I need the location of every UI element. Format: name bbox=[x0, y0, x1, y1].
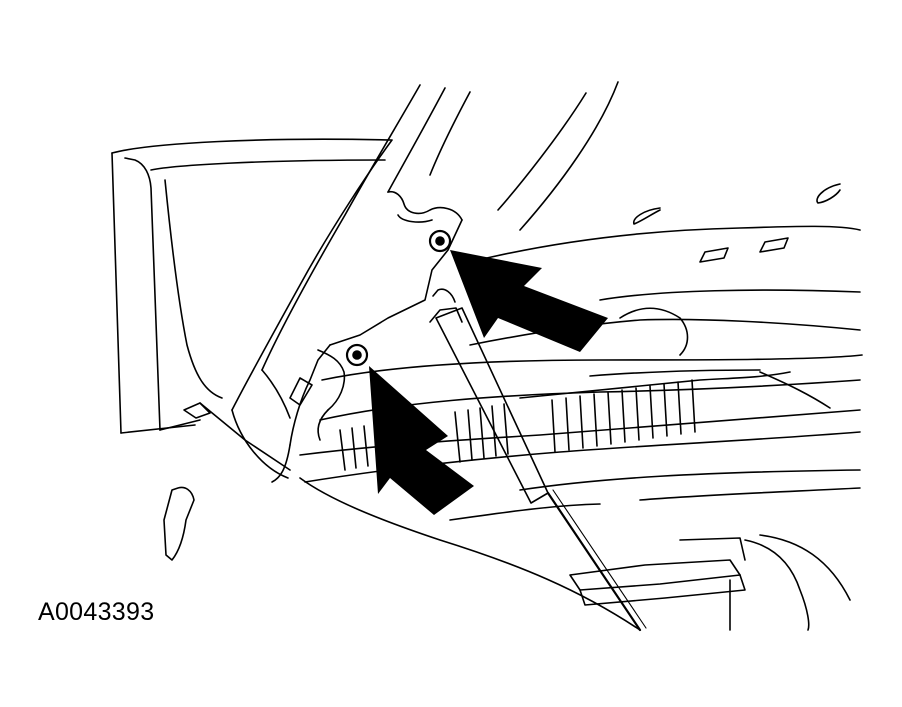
arrow-icon bbox=[450, 250, 608, 352]
hood-strut bbox=[429, 288, 647, 632]
figure-reference-number: A0043393 bbox=[38, 598, 155, 626]
lower-arrow bbox=[369, 366, 474, 515]
upper-arrow bbox=[450, 250, 608, 352]
arrow-icon bbox=[369, 366, 474, 515]
hood-panel bbox=[199, 81, 619, 479]
lower-bolt bbox=[345, 343, 369, 367]
hinge-bracket bbox=[261, 190, 463, 483]
engine-bay bbox=[449, 183, 861, 521]
fender-outline bbox=[111, 138, 392, 434]
lower-components bbox=[163, 477, 851, 631]
upper-bolt bbox=[428, 229, 452, 253]
